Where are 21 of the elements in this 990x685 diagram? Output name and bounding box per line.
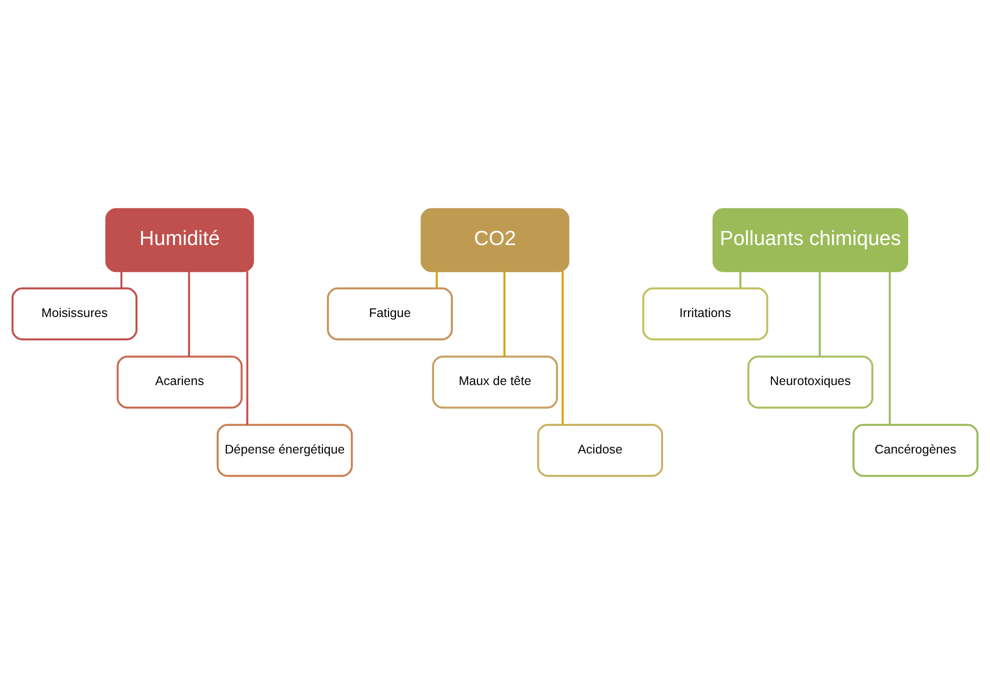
connector [188,271,190,356]
connector [120,271,122,288]
node-box: Moisissures [12,287,138,340]
node-box: Fatigue [326,287,453,340]
connector [818,271,821,356]
node-box: Acidose [537,424,664,477]
node-box: Dépense énergétique [216,424,353,477]
connector [503,271,506,356]
node-box: Maux de tête [432,356,558,409]
connector [739,271,742,288]
node-box: Irritations [642,287,768,340]
connector [246,271,248,425]
node-box: CO2 [420,208,570,272]
node-box: Acariens [116,356,243,409]
node-box: Humidité [105,208,254,272]
connector [562,271,564,425]
connector [436,271,438,288]
node-box: Neurotoxiques [747,356,874,409]
node-box: Cancérogènes [852,424,978,477]
node-box: Polluants chimiques [712,208,908,272]
connector [888,271,891,425]
